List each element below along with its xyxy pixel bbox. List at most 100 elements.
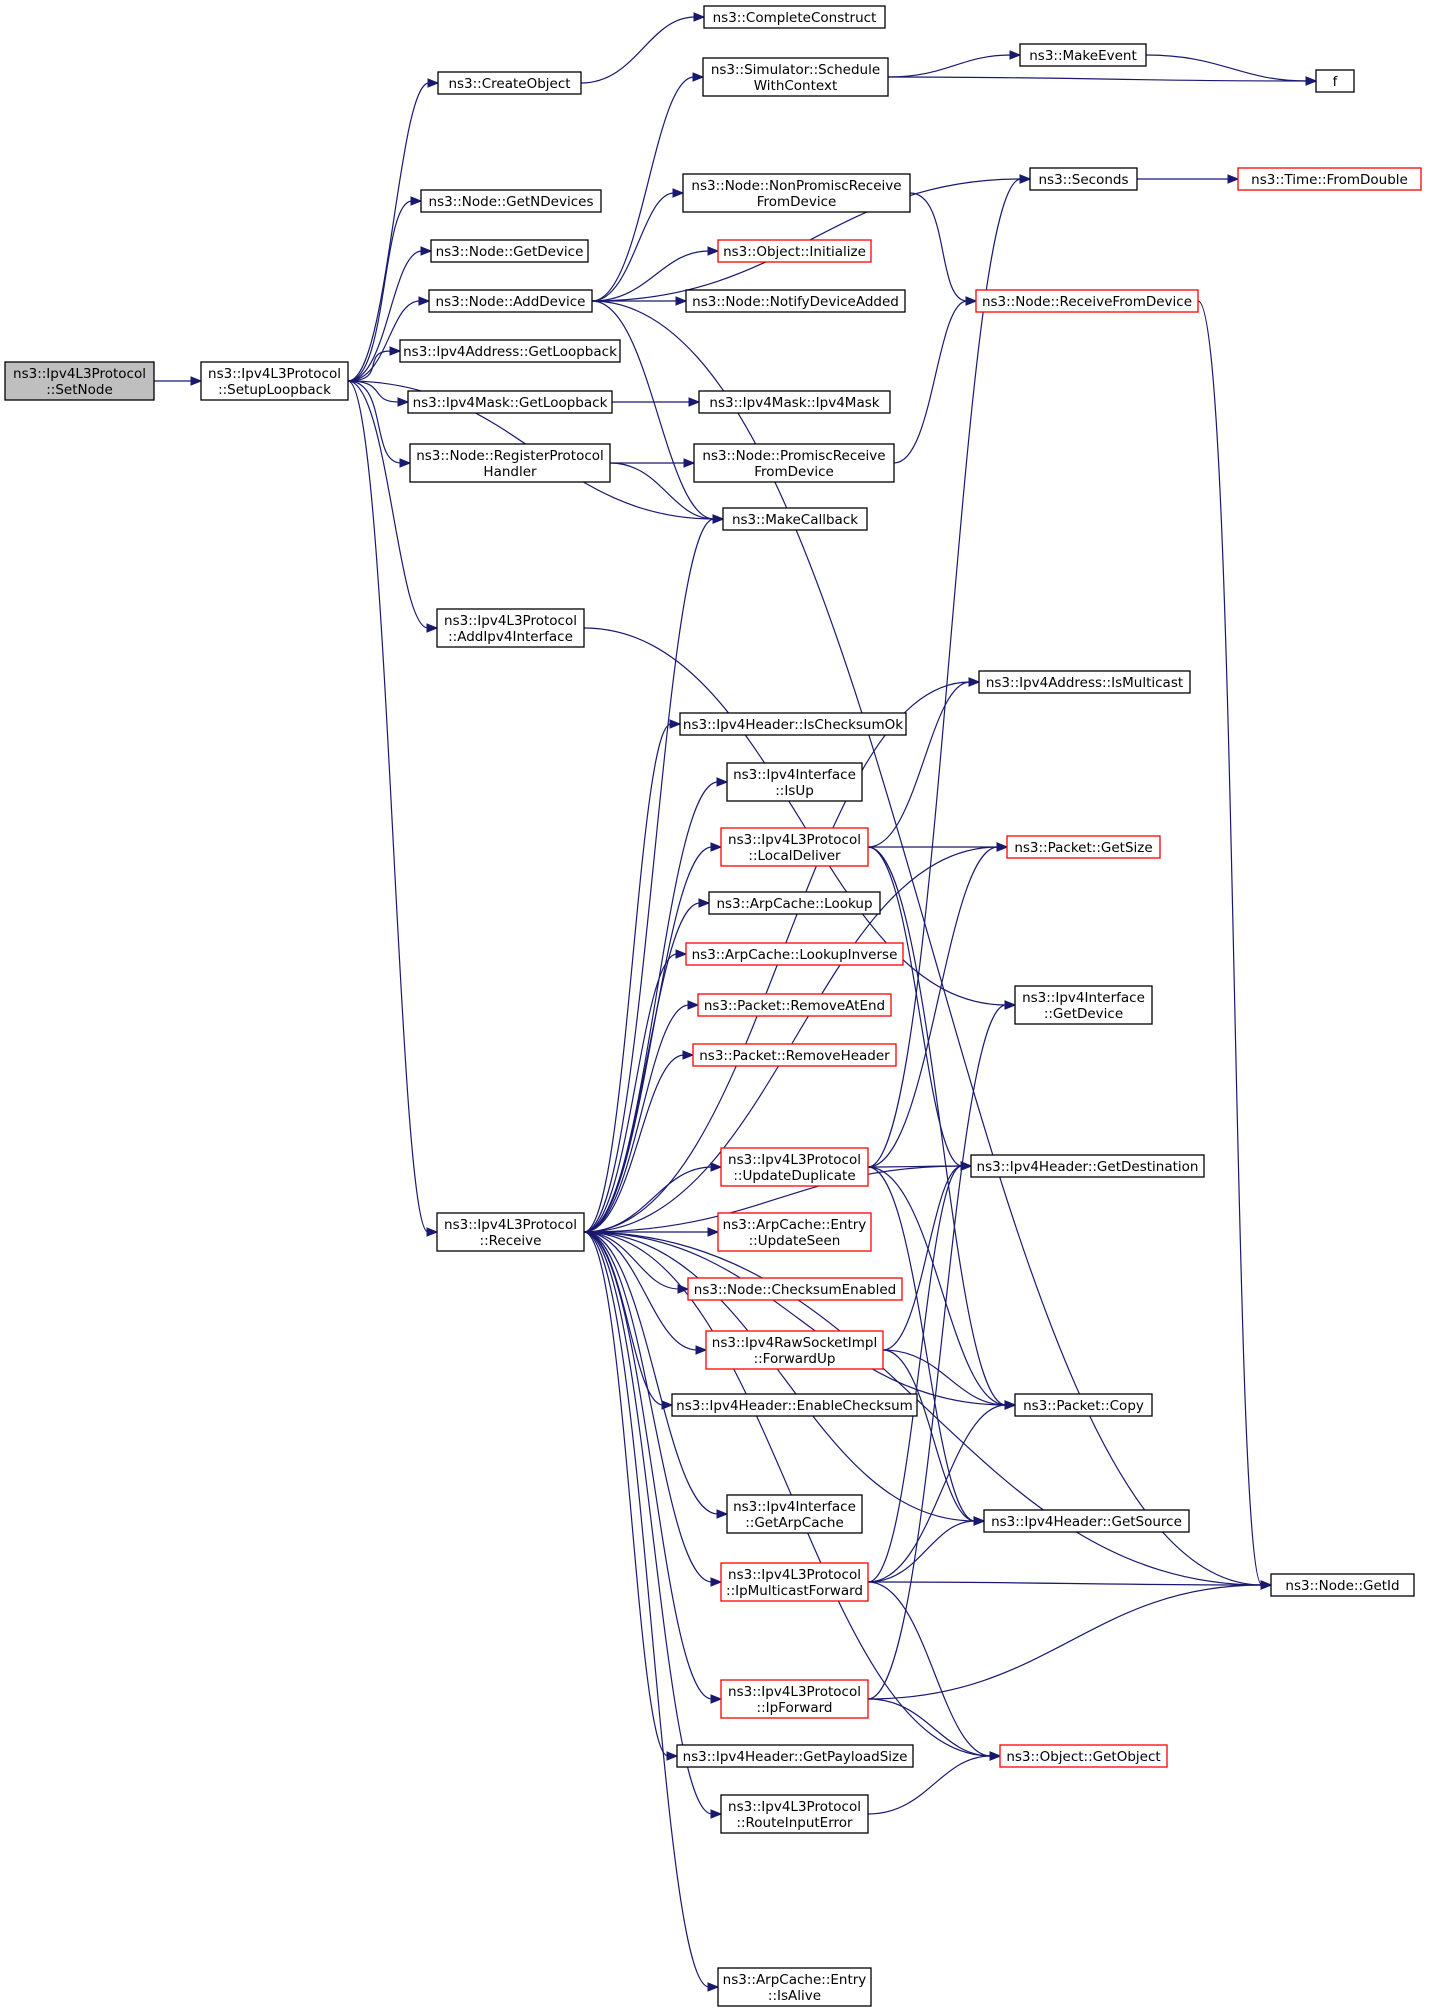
node-forwardup[interactable]: ns3::Ipv4RawSocketImpl::ForwardUp xyxy=(705,1330,884,1370)
edge-receive-to-getid xyxy=(583,1231,1263,1586)
node-fromdouble[interactable]: ns3::Time::FromDouble xyxy=(1237,167,1422,191)
node-ismulti[interactable]: ns3::Ipv4Address::IsMulticast xyxy=(978,670,1191,694)
node-label-root-0: ns3::Ipv4L3Protocol xyxy=(13,366,146,382)
node-getid[interactable]: ns3::Node::GetId xyxy=(1270,1573,1415,1597)
node-label-getid-0: ns3::Node::GetId xyxy=(1285,1578,1399,1594)
node-payload[interactable]: ns3::Ipv4Header::GetPayloadSize xyxy=(676,1744,914,1768)
edge-setup-to-getndev xyxy=(347,200,413,382)
node-label-enablecs-0: ns3::Ipv4Header::EnableChecksum xyxy=(676,1398,913,1414)
edge-receive-to-routeerr xyxy=(583,1231,713,1815)
arrowhead-routeerr-to-getobject xyxy=(989,1751,1002,1761)
edge-receive-to-isalive xyxy=(583,1231,710,1988)
node-createobj[interactable]: ns3::CreateObject xyxy=(437,71,582,95)
edge-addiface-to-ifgetdev xyxy=(583,627,1007,1006)
node-label-makeevent-0: ns3::MakeEvent xyxy=(1029,48,1137,64)
node-f[interactable]: f xyxy=(1315,69,1355,93)
node-label-removehdr-0: ns3::Packet::RemoveHeader xyxy=(699,1048,890,1064)
node-ipfwd[interactable]: ns3::Ipv4L3Protocol::IpForward xyxy=(720,1679,869,1719)
node-ifgetdev[interactable]: ns3::Ipv4Interface::GetDevice xyxy=(1014,985,1153,1025)
node-maskloop[interactable]: ns3::Ipv4Mask::GetLoopback xyxy=(407,390,613,414)
arrowhead-root-to-setup xyxy=(190,376,203,386)
node-box-getarp xyxy=(726,1494,863,1534)
node-getndev[interactable]: ns3::Node::GetNDevices xyxy=(420,189,602,213)
arrowhead-setup-to-maskloop xyxy=(397,397,410,407)
edge-schedule-to-f xyxy=(887,76,1308,82)
edge-ipfwd-to-getobject xyxy=(867,1698,992,1757)
node-complete[interactable]: ns3::CompleteConstruct xyxy=(703,5,886,29)
node-addiface[interactable]: ns3::Ipv4L3Protocol::AddIpv4Interface xyxy=(436,608,585,648)
node-checksumok[interactable]: ns3::Ipv4Header::IsChecksumOk xyxy=(679,712,907,736)
arrowhead-ipmcast-to-getdest xyxy=(960,1161,973,1171)
node-maskctor[interactable]: ns3::Ipv4Mask::Ipv4Mask xyxy=(698,390,891,414)
arrowhead-receive-to-lookupinv xyxy=(675,949,688,959)
node-label-isup-1: ::IsUp xyxy=(775,783,814,799)
edges-layer xyxy=(154,12,1318,1992)
node-label-getndev-0: ns3::Node::GetNDevices xyxy=(429,194,594,210)
arrowhead-reghandler-to-promisc xyxy=(683,458,696,468)
nodes-layer: ns3::Ipv4L3Protocol::SetNodens3::Ipv4L3P… xyxy=(4,5,1422,2007)
node-updateseen[interactable]: ns3::ArpCache::Entry::UpdateSeen xyxy=(717,1212,872,1252)
node-label-createobj-0: ns3::CreateObject xyxy=(448,76,570,92)
arrowhead-receive-to-ipmcast xyxy=(710,1577,723,1587)
edge-localdeliver-to-getdest xyxy=(867,846,963,1167)
edge-reghandler-to-makecb xyxy=(609,462,715,520)
edge-receive-to-localdeliver xyxy=(583,846,713,1233)
node-addrloop[interactable]: ns3::Ipv4Address::GetLoopback xyxy=(399,339,621,363)
node-box-makeevent xyxy=(1019,43,1147,67)
node-getarp[interactable]: ns3::Ipv4Interface::GetArpCache xyxy=(726,1494,863,1534)
node-makecb[interactable]: ns3::MakeCallback xyxy=(722,507,868,531)
node-ipmcast[interactable]: ns3::Ipv4L3Protocol::IpMulticastForward xyxy=(720,1562,869,1602)
node-box-ifgetdev xyxy=(1014,985,1153,1025)
node-adddevice[interactable]: ns3::Node::AddDevice xyxy=(428,289,593,313)
node-routeerr[interactable]: ns3::Ipv4L3Protocol::RouteInputError xyxy=(720,1794,869,1834)
arrowhead-updatedup-to-getsize xyxy=(996,842,1009,852)
node-getdest[interactable]: ns3::Ipv4Header::GetDestination xyxy=(970,1154,1205,1178)
node-getdevice[interactable]: ns3::Node::GetDevice xyxy=(430,239,589,263)
node-updatedup[interactable]: ns3::Ipv4L3Protocol::UpdateDuplicate xyxy=(720,1147,869,1187)
node-notify[interactable]: ns3::Node::NotifyDeviceAdded xyxy=(685,289,906,313)
node-enablecs[interactable]: ns3::Ipv4Header::EnableChecksum xyxy=(671,1393,918,1417)
node-label-getarp-0: ns3::Ipv4Interface xyxy=(733,1499,856,1515)
node-box-removehdr xyxy=(692,1043,897,1067)
node-getobject[interactable]: ns3::Object::GetObject xyxy=(999,1744,1168,1768)
node-objinit[interactable]: ns3::Object::Initialize xyxy=(717,239,872,263)
node-isalive[interactable]: ns3::ArpCache::Entry::IsAlive xyxy=(717,1967,872,2007)
node-label-ipfwd-1: ::IpForward xyxy=(757,1700,833,1716)
node-lookupinv[interactable]: ns3::ArpCache::LookupInverse xyxy=(685,942,904,966)
edge-routeerr-to-getobject xyxy=(867,1755,992,1815)
edge-setup-to-adddevice xyxy=(347,300,421,382)
node-label-setup-1: ::SetupLoopback xyxy=(218,382,331,398)
node-label-isup-0: ns3::Ipv4Interface xyxy=(733,767,856,783)
edge-receive-to-payload xyxy=(583,1231,669,1757)
node-lookup[interactable]: ns3::ArpCache::Lookup xyxy=(708,891,881,915)
node-label-root-1: ::SetNode xyxy=(46,382,113,398)
edge-receive-to-removeend xyxy=(583,1004,690,1233)
node-seconds[interactable]: ns3::Seconds xyxy=(1029,167,1138,191)
edge-receive-to-getobject xyxy=(583,1231,992,1757)
node-localdeliver[interactable]: ns3::Ipv4L3Protocol::LocalDeliver xyxy=(720,827,869,867)
node-copy[interactable]: ns3::Packet::Copy xyxy=(1014,1393,1153,1417)
node-box-isalive xyxy=(717,1967,872,2007)
node-makeevent[interactable]: ns3::MakeEvent xyxy=(1019,43,1147,67)
arrowhead-setup-to-adddevice xyxy=(418,296,431,306)
node-getsource[interactable]: ns3::Ipv4Header::GetSource xyxy=(983,1509,1190,1533)
node-label-promisc-0: ns3::Node::PromiscReceive xyxy=(702,448,885,464)
node-checksumen[interactable]: ns3::Node::ChecksumEnabled xyxy=(687,1277,903,1301)
node-getsize[interactable]: ns3::Packet::GetSize xyxy=(1006,835,1161,859)
edge-updatedup-to-getsource xyxy=(867,1166,976,1522)
node-removeend[interactable]: ns3::Packet::RemoveAtEnd xyxy=(697,993,892,1017)
node-isup[interactable]: ns3::Ipv4Interface::IsUp xyxy=(726,762,863,802)
node-label-makecb-0: ns3::MakeCallback xyxy=(732,512,858,528)
node-receive[interactable]: ns3::Ipv4L3Protocol::Receive xyxy=(436,1212,585,1252)
node-label-objinit-0: ns3::Object::Initialize xyxy=(723,244,866,260)
node-box-getobject xyxy=(999,1744,1168,1768)
node-recvfromdev[interactable]: ns3::Node::ReceiveFromDevice xyxy=(975,289,1199,313)
node-setup[interactable]: ns3::Ipv4L3Protocol::SetupLoopback xyxy=(200,361,349,401)
node-label-notify-0: ns3::Node::NotifyDeviceAdded xyxy=(692,294,899,310)
node-removehdr[interactable]: ns3::Packet::RemoveHeader xyxy=(692,1043,897,1067)
